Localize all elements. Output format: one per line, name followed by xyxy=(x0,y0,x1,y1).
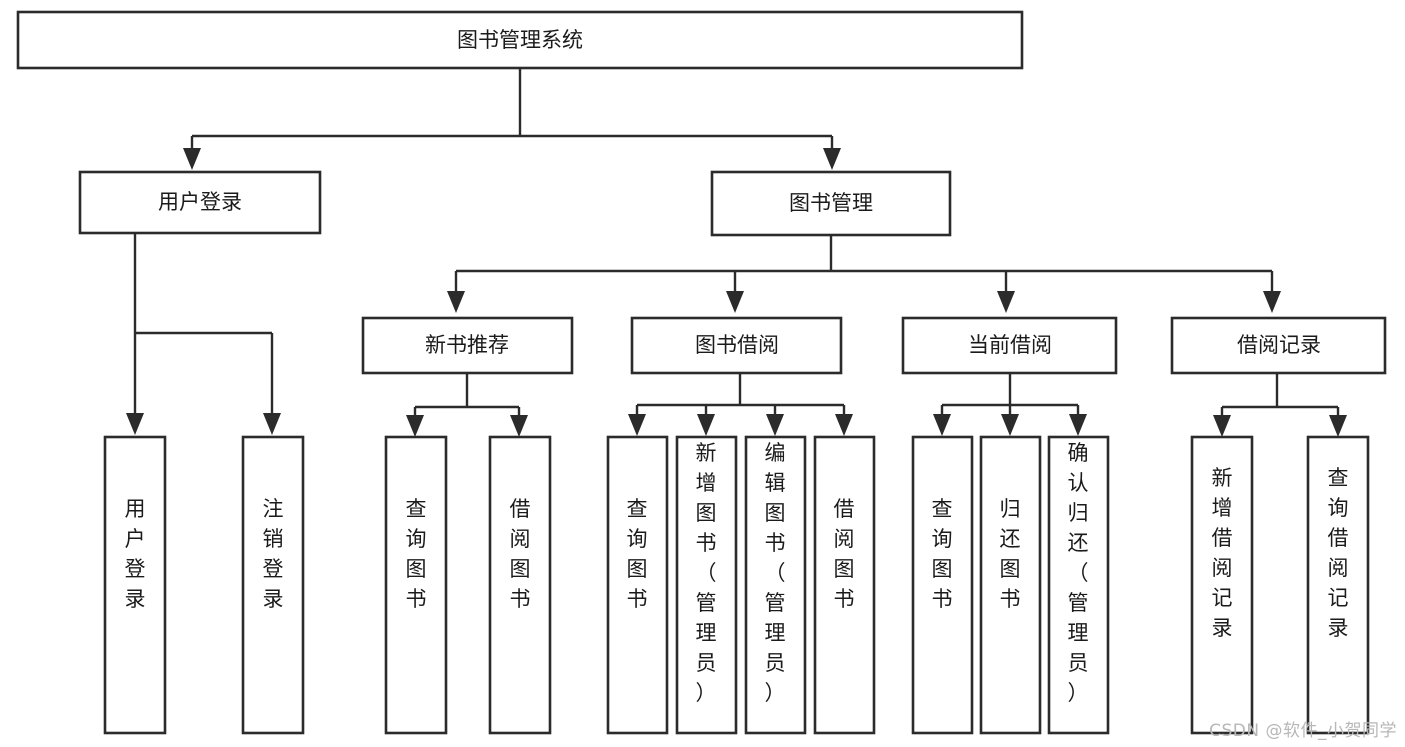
node-new-book-recommend-box[interactable] xyxy=(361,316,574,375)
connector-group-user-login xyxy=(126,233,281,435)
arrow-to-new-book-recommend-icon xyxy=(447,291,465,313)
node-borrow-record[interactable]: 借阅记录 xyxy=(1170,316,1387,375)
leaf-node-add-book[interactable]: 新增图书（管理员） xyxy=(675,435,738,735)
leaf-return-book-label: 归还图书 xyxy=(1000,497,1021,611)
leaf-logout-login-label: 注销登录 xyxy=(263,497,284,611)
node-book-manage[interactable]: 图书管理 xyxy=(710,170,952,237)
leaf-logout-login-box[interactable] xyxy=(241,435,305,735)
leaf-node-add-record[interactable]: 新增借阅记录 xyxy=(1190,435,1254,735)
node-book-borrow-label: 图书借阅 xyxy=(695,333,779,357)
leaf-query-book-1-label: 查询图书 xyxy=(406,497,427,611)
leaf-query-book-1-box[interactable] xyxy=(384,435,448,735)
node-user-login-box[interactable] xyxy=(78,170,322,235)
leaf-confirm-return-box[interactable] xyxy=(1047,435,1110,735)
leaf-query-record-label: 查询借阅记录 xyxy=(1328,466,1349,640)
connector-group-root xyxy=(183,68,841,170)
arrow-book-borrow-leaf-4-icon xyxy=(835,414,853,436)
leaf-edit-book-box[interactable] xyxy=(744,435,807,735)
node-current-borrow[interactable]: 当前借阅 xyxy=(901,316,1118,375)
leaf-node-query-book-1[interactable]: 查询图书 xyxy=(384,435,448,735)
connector-group-new-book-recommend xyxy=(406,373,528,437)
arrow-borrow-record-leaf-2-icon xyxy=(1329,415,1347,437)
node-new-book-recommend-label: 新书推荐 xyxy=(425,333,509,357)
leaf-add-book-label: 新增图书（管理员） xyxy=(696,441,717,705)
arrow-to-borrow-record-icon xyxy=(1263,291,1281,313)
node-root-label: 图书管理系统 xyxy=(457,28,583,52)
node-book-borrow-box[interactable] xyxy=(630,316,843,375)
leaf-add-record-box[interactable] xyxy=(1190,435,1254,735)
arrow-borrow-record-leaf-1-icon xyxy=(1213,415,1231,437)
node-user-login-label: 用户登录 xyxy=(158,190,242,214)
leaf-node-query-book-3[interactable]: 查询图书 xyxy=(911,435,974,735)
node-root-system[interactable]: 图书管理系统 xyxy=(16,10,1024,70)
node-new-book-recommend[interactable]: 新书推荐 xyxy=(361,316,574,375)
arrow-root-to-user-login-icon xyxy=(183,148,201,170)
arrow-current-borrow-leaf-3-icon xyxy=(1069,414,1087,436)
leaf-add-book-box[interactable] xyxy=(675,435,738,735)
arrow-root-to-book-manage-icon xyxy=(823,148,841,170)
connector-group-current-borrow xyxy=(933,373,1087,436)
leaf-borrow-book-2-label: 借阅图书 xyxy=(834,497,855,611)
leaf-borrow-book-1-label: 借阅图书 xyxy=(510,497,531,611)
leaf-user-login-label: 用户登录 xyxy=(125,497,146,611)
leaf-add-record-label: 新增借阅记录 xyxy=(1212,466,1233,640)
leaf-query-book-2-label: 查询图书 xyxy=(627,497,648,611)
node-root-box[interactable] xyxy=(16,10,1024,70)
connector-group-book-manage xyxy=(447,235,1281,313)
arrow-current-borrow-leaf-2-icon xyxy=(1001,414,1019,436)
arrow-new-book-leaf-2-icon xyxy=(510,415,528,437)
leaf-node-query-record[interactable]: 查询借阅记录 xyxy=(1306,435,1370,735)
leaf-node-confirm-return[interactable]: 确认归还（管理员） xyxy=(1047,435,1110,735)
leaf-user-login-box[interactable] xyxy=(103,435,167,735)
arrow-book-borrow-leaf-3-icon xyxy=(766,414,784,436)
leaf-node-logout-login[interactable]: 注销登录 xyxy=(241,435,305,735)
leaf-borrow-book-2-box[interactable] xyxy=(813,435,876,735)
arrow-to-current-borrow-icon xyxy=(997,291,1015,313)
node-current-borrow-label: 当前借阅 xyxy=(968,333,1052,357)
arrow-user-login-leaf-2-icon xyxy=(263,413,281,435)
leaf-edit-book-label: 编辑图书（管理员） xyxy=(765,441,786,705)
arrow-new-book-leaf-1-icon xyxy=(406,415,424,437)
node-user-login[interactable]: 用户登录 xyxy=(78,170,322,235)
leaf-query-book-2-box[interactable] xyxy=(606,435,669,735)
leaf-node-query-book-2[interactable]: 查询图书 xyxy=(606,435,669,735)
leaf-return-book-box[interactable] xyxy=(979,435,1042,735)
leaf-node-edit-book[interactable]: 编辑图书（管理员） xyxy=(744,435,807,735)
connector-group-book-borrow xyxy=(628,373,853,436)
leaf-confirm-return-label: 确认归还（管理员） xyxy=(1068,441,1089,705)
leaf-query-record-box[interactable] xyxy=(1306,435,1370,735)
leaf-node-borrow-book-2[interactable]: 借阅图书 xyxy=(813,435,876,735)
node-current-borrow-box[interactable] xyxy=(901,316,1118,375)
arrow-book-borrow-leaf-2-icon xyxy=(697,414,715,436)
node-book-manage-box[interactable] xyxy=(710,170,952,237)
leaf-borrow-book-1-box[interactable] xyxy=(488,435,552,735)
leaf-node-user-login[interactable]: 用户登录 xyxy=(103,435,167,735)
leaf-query-book-3-label: 查询图书 xyxy=(932,497,953,611)
arrow-book-borrow-leaf-1-icon xyxy=(628,414,646,436)
leaf-node-return-book[interactable]: 归还图书 xyxy=(979,435,1042,735)
connector-group-borrow-record xyxy=(1213,373,1347,437)
leaf-node-borrow-book-1[interactable]: 借阅图书 xyxy=(488,435,552,735)
arrow-to-book-borrow-icon xyxy=(726,291,744,313)
node-book-borrow[interactable]: 图书借阅 xyxy=(630,316,843,375)
arrow-current-borrow-leaf-1-icon xyxy=(933,414,951,436)
node-borrow-record-box[interactable] xyxy=(1170,316,1387,375)
node-book-manage-label: 图书管理 xyxy=(789,191,873,215)
node-borrow-record-label: 借阅记录 xyxy=(1237,333,1321,357)
arrow-user-login-leaf-1-icon xyxy=(126,413,144,435)
leaf-query-book-3-box[interactable] xyxy=(911,435,974,735)
